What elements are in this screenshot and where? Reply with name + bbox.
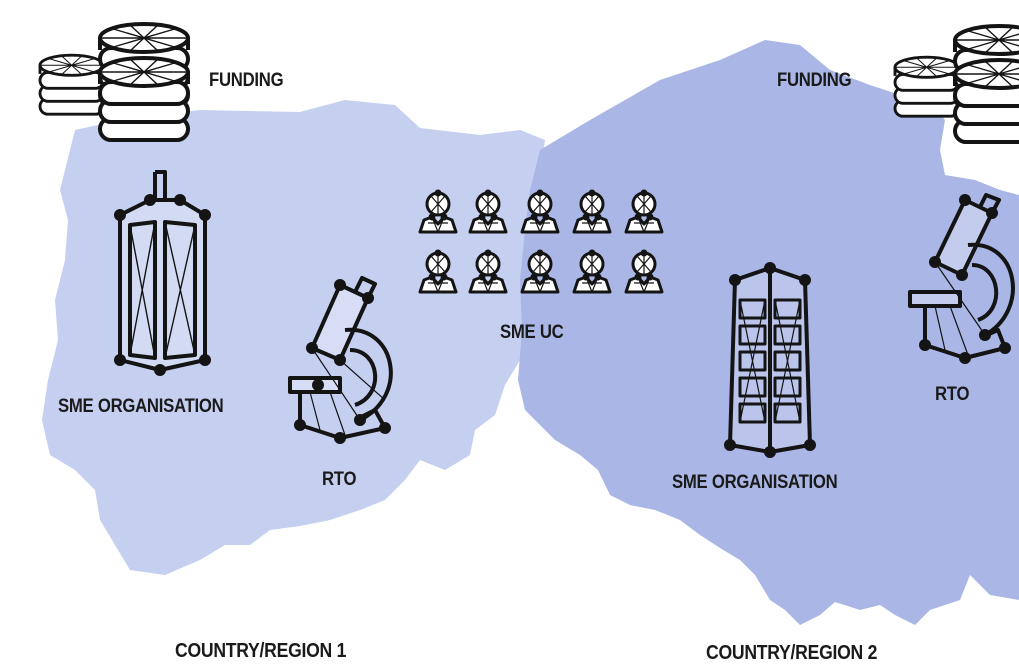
sme-uc-label: SME UC xyxy=(500,322,564,343)
region-2-label: COUNTRY/REGION 2 xyxy=(706,642,878,664)
rto-label-left: RTO xyxy=(322,469,357,490)
microscope-icon xyxy=(288,276,393,444)
funding-label-right: FUNDING xyxy=(777,70,852,91)
building-icon xyxy=(114,170,211,376)
sme-organisation-label-left: SME ORGANISATION xyxy=(58,396,224,417)
region-1-shape xyxy=(42,100,545,575)
microscope-icon xyxy=(908,193,1015,364)
rto-label-right: RTO xyxy=(935,384,970,405)
building-icon xyxy=(724,262,816,458)
sme-organisation-label-right: SME ORGANISATION xyxy=(672,472,838,493)
funding-label-left: FUNDING xyxy=(209,70,284,91)
region-1-label: COUNTRY/REGION 1 xyxy=(175,640,347,662)
coin-stack-icon xyxy=(38,22,190,142)
